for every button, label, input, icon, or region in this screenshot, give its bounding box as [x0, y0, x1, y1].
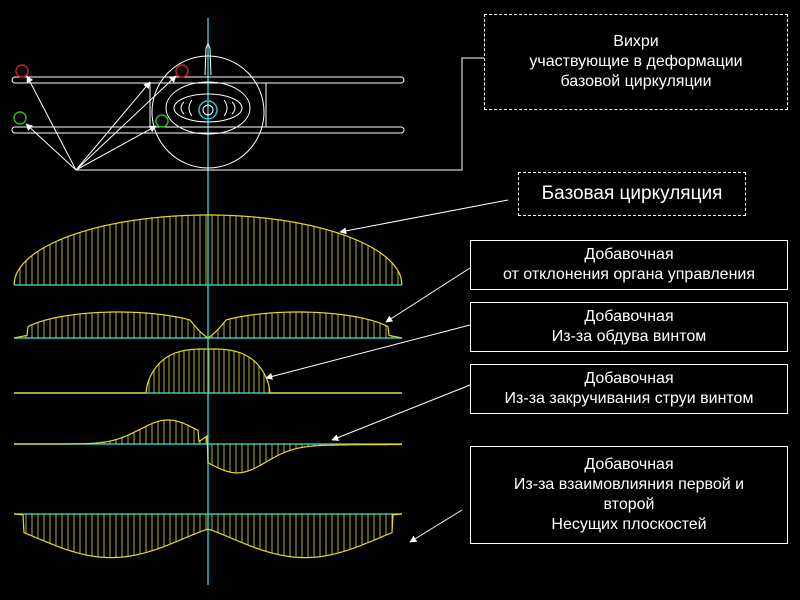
- propeller-hub: [198, 100, 218, 120]
- interaction-label: Добавочная Из-за взаимовлияния первой и …: [470, 446, 788, 544]
- fuselage-ring: [151, 55, 265, 169]
- arrow: [26, 75, 77, 171]
- callout-arrows: [265, 199, 509, 543]
- arrow: [75, 81, 151, 171]
- swirl-hatching: [73, 420, 399, 473]
- interaction-label-line-1: Добавочная: [584, 456, 674, 473]
- control-label-line-1: Добавочная: [584, 246, 674, 263]
- cylinder-left-1: [180, 101, 185, 115]
- control-deflection-outline: [13, 311, 403, 339]
- base-circulation-label: Базовая циркуляция: [518, 172, 746, 216]
- biplane-front-view: [11, 42, 405, 169]
- propwash-label: Добавочная Из-за обдува винтом: [470, 302, 788, 352]
- control-label-line-2: от отклонения органа управления: [502, 266, 756, 283]
- control-deflection-hatching: [19, 312, 399, 338]
- swirl-label-line-1: Добавочная: [584, 370, 674, 387]
- upper-wing: [11, 76, 405, 84]
- vortices-label-line-3: базовой циркуляции: [560, 73, 712, 90]
- interaction-label-line-4: Несущих плоскостей: [551, 516, 707, 533]
- interaction-label-line-2: Из-за взаимовлияния первой и: [513, 476, 745, 493]
- propwash-label-line-1: Добавочная: [584, 308, 674, 325]
- arrow: [75, 125, 157, 171]
- propwash-label-line-2: Из-за обдува винтом: [551, 328, 707, 345]
- arrow-swirl: [331, 384, 471, 441]
- arrow-interaction: [409, 509, 463, 543]
- vortex-marker-red-left: [15, 64, 29, 78]
- vortices-label-line-2: участвующие в деформации: [529, 53, 743, 70]
- lower-wing: [11, 126, 405, 134]
- arrow-propwash: [265, 324, 471, 380]
- engine-inner: [173, 93, 243, 123]
- arrow: [75, 75, 177, 171]
- arrow: [25, 123, 77, 171]
- vortex-marker-red-center: [175, 64, 189, 78]
- wing-interaction-hatching: [19, 514, 399, 558]
- cylinder-left-2: [188, 99, 193, 117]
- vortex-leader: [76, 57, 484, 171]
- vortex-marker-green-center: [155, 114, 169, 128]
- vortices-label: Вихри участвующие в деформации базовой ц…: [484, 14, 788, 110]
- base-circulation-outline: [13, 214, 403, 286]
- arrow-base: [339, 199, 509, 235]
- propwash-outline: [14, 348, 402, 394]
- base-circulation-hatching: [19, 215, 399, 285]
- swirl-label-line-2: Из-за закручивания струи винтом: [504, 390, 754, 407]
- vertical-fin: [204, 42, 212, 76]
- vortex-marker-green-left: [13, 111, 27, 125]
- cylinder-right-2: [231, 101, 236, 115]
- swirl-outline: [14, 419, 402, 474]
- wing-interaction-outline: [13, 513, 403, 559]
- control-surface-label: Добавочная от отклонения органа управлен…: [470, 240, 788, 290]
- vortex-arrows: [25, 57, 484, 171]
- arrow-control: [385, 267, 471, 323]
- vortices-label-line-1: Вихри: [613, 33, 659, 50]
- propeller-hub-inner: [202, 104, 214, 116]
- cylinder-right-1: [223, 99, 228, 117]
- swirl-label: Добавочная Из-за закручивания струи винт…: [470, 364, 788, 414]
- propwash-hatching: [148, 349, 270, 393]
- base-circulation-text: Базовая циркуляция: [541, 183, 723, 204]
- interaction-label-line-3: второй: [603, 496, 655, 513]
- engine-cowling: [165, 81, 251, 135]
- distribution-curves: [13, 214, 403, 559]
